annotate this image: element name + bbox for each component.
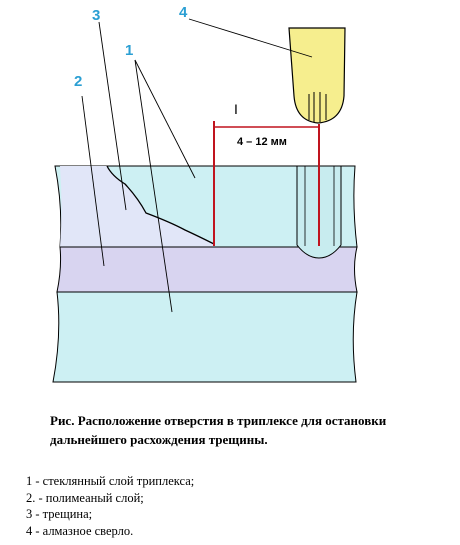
leader-3 <box>98 21 127 211</box>
leader-1a <box>134 59 196 179</box>
leader-2 <box>81 95 105 267</box>
dimension-label: 4 – 12 мм <box>237 136 287 148</box>
callout-2-label: 2 <box>74 73 82 90</box>
drill-bit <box>288 27 346 124</box>
bottom-glass-layer <box>52 291 358 383</box>
tick-mark-label: I <box>234 101 238 117</box>
crack-edge <box>106 165 215 245</box>
legend-list: 1 - стеклянный слой триплекса; 2. - поли… <box>26 473 194 539</box>
legend-item: 3 - трещина; <box>26 507 93 521</box>
leader-4 <box>188 18 313 58</box>
callout-1-label: 1 <box>125 42 133 59</box>
callout-3-label: 3 <box>92 7 100 24</box>
legend-item: 2. - полимеаный слой; <box>26 490 144 505</box>
callout-4-label: 4 <box>179 4 188 21</box>
legend-item: 1 - стеклянный слой триплекса; <box>26 474 195 488</box>
triplex-diagram: 4 – 12 мм I 1 2 3 4 <box>52 4 358 383</box>
figure-caption: Рис. Расположение отверстия в триплексе … <box>50 413 387 447</box>
legend-item: 4 - алмазное сверло. <box>26 523 134 538</box>
leader-1b <box>134 59 173 313</box>
